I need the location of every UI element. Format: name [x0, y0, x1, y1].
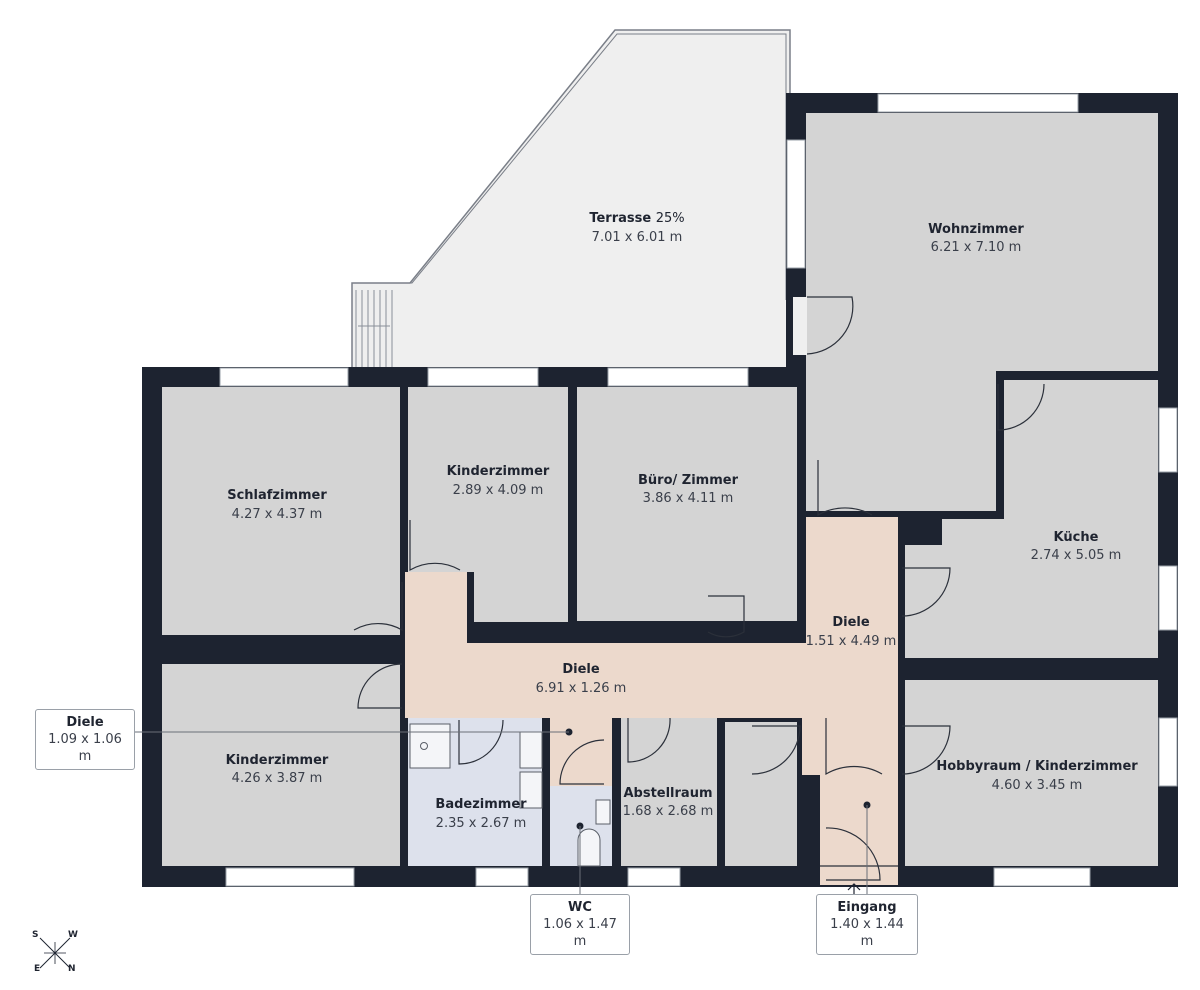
compass-e: E [34, 964, 41, 974]
kinderzimmer-top-label: Kinderzimmer [447, 464, 550, 479]
callout-wc: WC 1.06 x 1.47 m [530, 894, 630, 955]
room-wohnzimmer [806, 113, 1158, 371]
room-schlafzimmer [162, 387, 400, 635]
buero-dims: 3.86 x 4.11 m [643, 491, 734, 506]
diele-main-label: Diele [562, 662, 600, 677]
compass-s: S [32, 930, 39, 940]
diele-vertical-dims: 1.51 x 4.49 m [806, 634, 897, 649]
schlafzimmer-dims: 4.27 x 4.37 m [232, 507, 323, 522]
callout-diele: Diele 1.09 x 1.06 m [35, 709, 135, 770]
hall-diele-vertical [806, 517, 898, 717]
hall-diele-small [550, 718, 612, 786]
windows [219, 93, 1178, 887]
kueche-label: Küche [1054, 530, 1099, 545]
compass-w: W [68, 930, 78, 940]
terrace-area [351, 29, 791, 371]
callout-eingang-dims: 1.40 x 1.44 m [830, 917, 904, 949]
wohnzimmer-dims: 6.21 x 7.10 m [931, 240, 1022, 255]
badezimmer-dims: 2.35 x 2.67 m [436, 816, 527, 831]
hobbyraum-label: Hobbyraum / Kinderzimmer [936, 759, 1138, 774]
doors [353, 296, 1045, 881]
kinderzimmer-bottom-label: Kinderzimmer [226, 753, 329, 768]
diele-main-dims: 6.91 x 1.26 m [536, 681, 627, 696]
buero-label: Büro/ Zimmer [638, 473, 739, 488]
compass-n: N [68, 964, 76, 974]
room-kinderzimmer-bottom [162, 664, 400, 866]
kueche-dims: 2.74 x 5.05 m [1031, 548, 1122, 563]
hall-diele-left [405, 572, 467, 652]
callout-diele-name: Diele [66, 715, 104, 730]
compass: S W E N [32, 930, 78, 976]
callout-wc-dims: 1.06 x 1.47 m [543, 917, 617, 949]
room-kueche [905, 380, 1158, 658]
schlafzimmer-label: Schlafzimmer [227, 488, 327, 503]
room-abstellraum [621, 718, 717, 866]
hall-eingang [820, 775, 898, 885]
room-kinderzimmer-top-ext [474, 572, 568, 622]
bathroom-fixtures [409, 723, 611, 867]
compass-icon [39, 937, 71, 969]
callout-diele-dims: 1.09 x 1.06 m [48, 732, 122, 764]
room-wohnzimmer-lower [806, 371, 996, 511]
room-hobbyraum [905, 680, 1158, 866]
hobbyraum-dims: 4.60 x 3.45 m [992, 778, 1083, 793]
room-kinderzimmer-top [408, 387, 568, 572]
abstellraum-label: Abstellraum [623, 786, 712, 801]
kinderzimmer-bottom-dims: 4.26 x 3.87 m [232, 771, 323, 786]
kinderzimmer-top-dims: 2.89 x 4.09 m [453, 483, 544, 498]
callout-wc-name: WC [568, 900, 592, 915]
hall-diele-lower [802, 717, 898, 775]
callout-eingang: Eingang 1.40 x 1.44 m [816, 894, 918, 955]
abstellraum-dims: 1.68 x 2.68 m [623, 804, 714, 819]
terrasse-dims: 7.01 x 6.01 m [592, 230, 683, 245]
diele-vertical-label: Diele [832, 615, 870, 630]
callout-leaders [134, 731, 868, 894]
callout-eingang-name: Eingang [837, 900, 897, 915]
room-buero [577, 387, 797, 621]
wohnzimmer-label: Wohnzimmer [928, 222, 1024, 237]
terrace-stairs [355, 290, 393, 368]
terrasse-label: Terrasse 25% [589, 211, 684, 226]
badezimmer-label: Badezimmer [435, 797, 527, 812]
room-closet [725, 722, 797, 866]
